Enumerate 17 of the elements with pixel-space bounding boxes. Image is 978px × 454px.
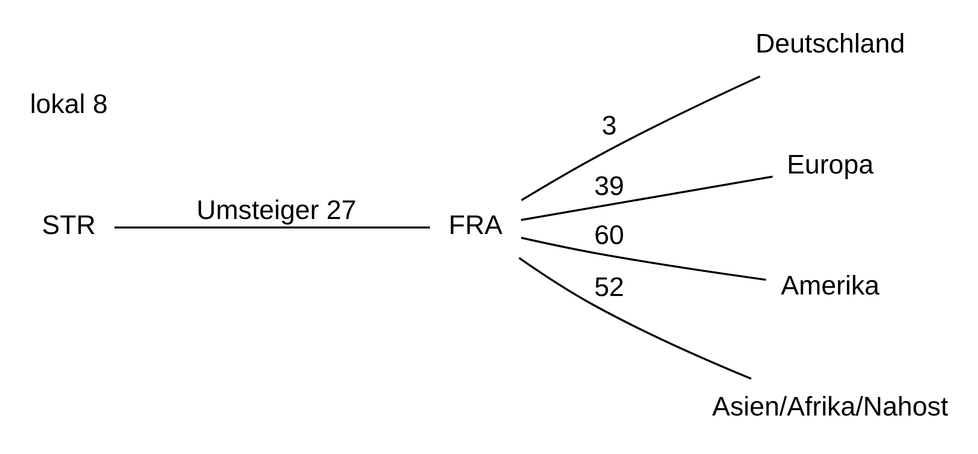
edge-label: Umsteiger 27 bbox=[196, 194, 356, 224]
connector bbox=[114, 226, 430, 228]
node-text: STR bbox=[42, 209, 96, 240]
edge-label: 39 bbox=[594, 170, 624, 201]
connector bbox=[520, 236, 766, 280]
node-text: Asien/Afrika/Nahost bbox=[712, 390, 948, 421]
connector bbox=[520, 74, 760, 201]
node-text: Amerika bbox=[780, 270, 880, 300]
connector bbox=[518, 256, 752, 380]
connector bbox=[520, 175, 773, 220]
edge-label: 52 bbox=[594, 272, 624, 302]
node-text: Europa bbox=[786, 148, 874, 179]
node-text: FRA bbox=[448, 209, 502, 240]
label: lokal 8 bbox=[30, 88, 108, 118]
edge-label: 3 bbox=[602, 110, 617, 140]
edge-label: 60 bbox=[594, 219, 624, 250]
node-text: Deutschland bbox=[755, 28, 905, 58]
